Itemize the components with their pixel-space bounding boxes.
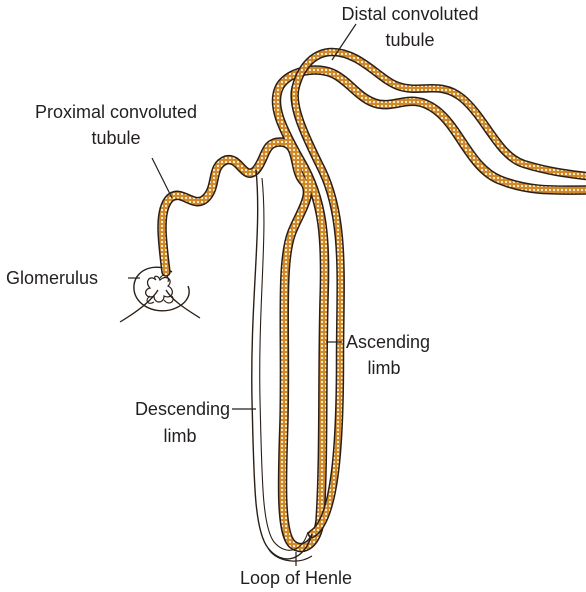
proximal-label-line1: Proximal convoluted <box>35 102 197 122</box>
distal-label-line1: Distal convoluted <box>341 4 478 24</box>
descending-label-line1: Descending <box>135 399 230 419</box>
proximal-leader-line <box>152 158 172 198</box>
ascending-label-line1: Ascending <box>346 332 430 352</box>
descending-label-line2: limb <box>163 426 196 446</box>
glomerulus-capsule <box>120 267 200 322</box>
proximal-label-line2: tubule <box>91 128 140 148</box>
distal-label-line2: tubule <box>385 30 434 50</box>
glomerulus-label: Glomerulus <box>6 268 98 288</box>
loop-of-henle-label: Loop of Henle <box>240 568 352 588</box>
ascending-label-line2: limb <box>367 358 400 378</box>
nephron-tubule <box>162 52 586 561</box>
